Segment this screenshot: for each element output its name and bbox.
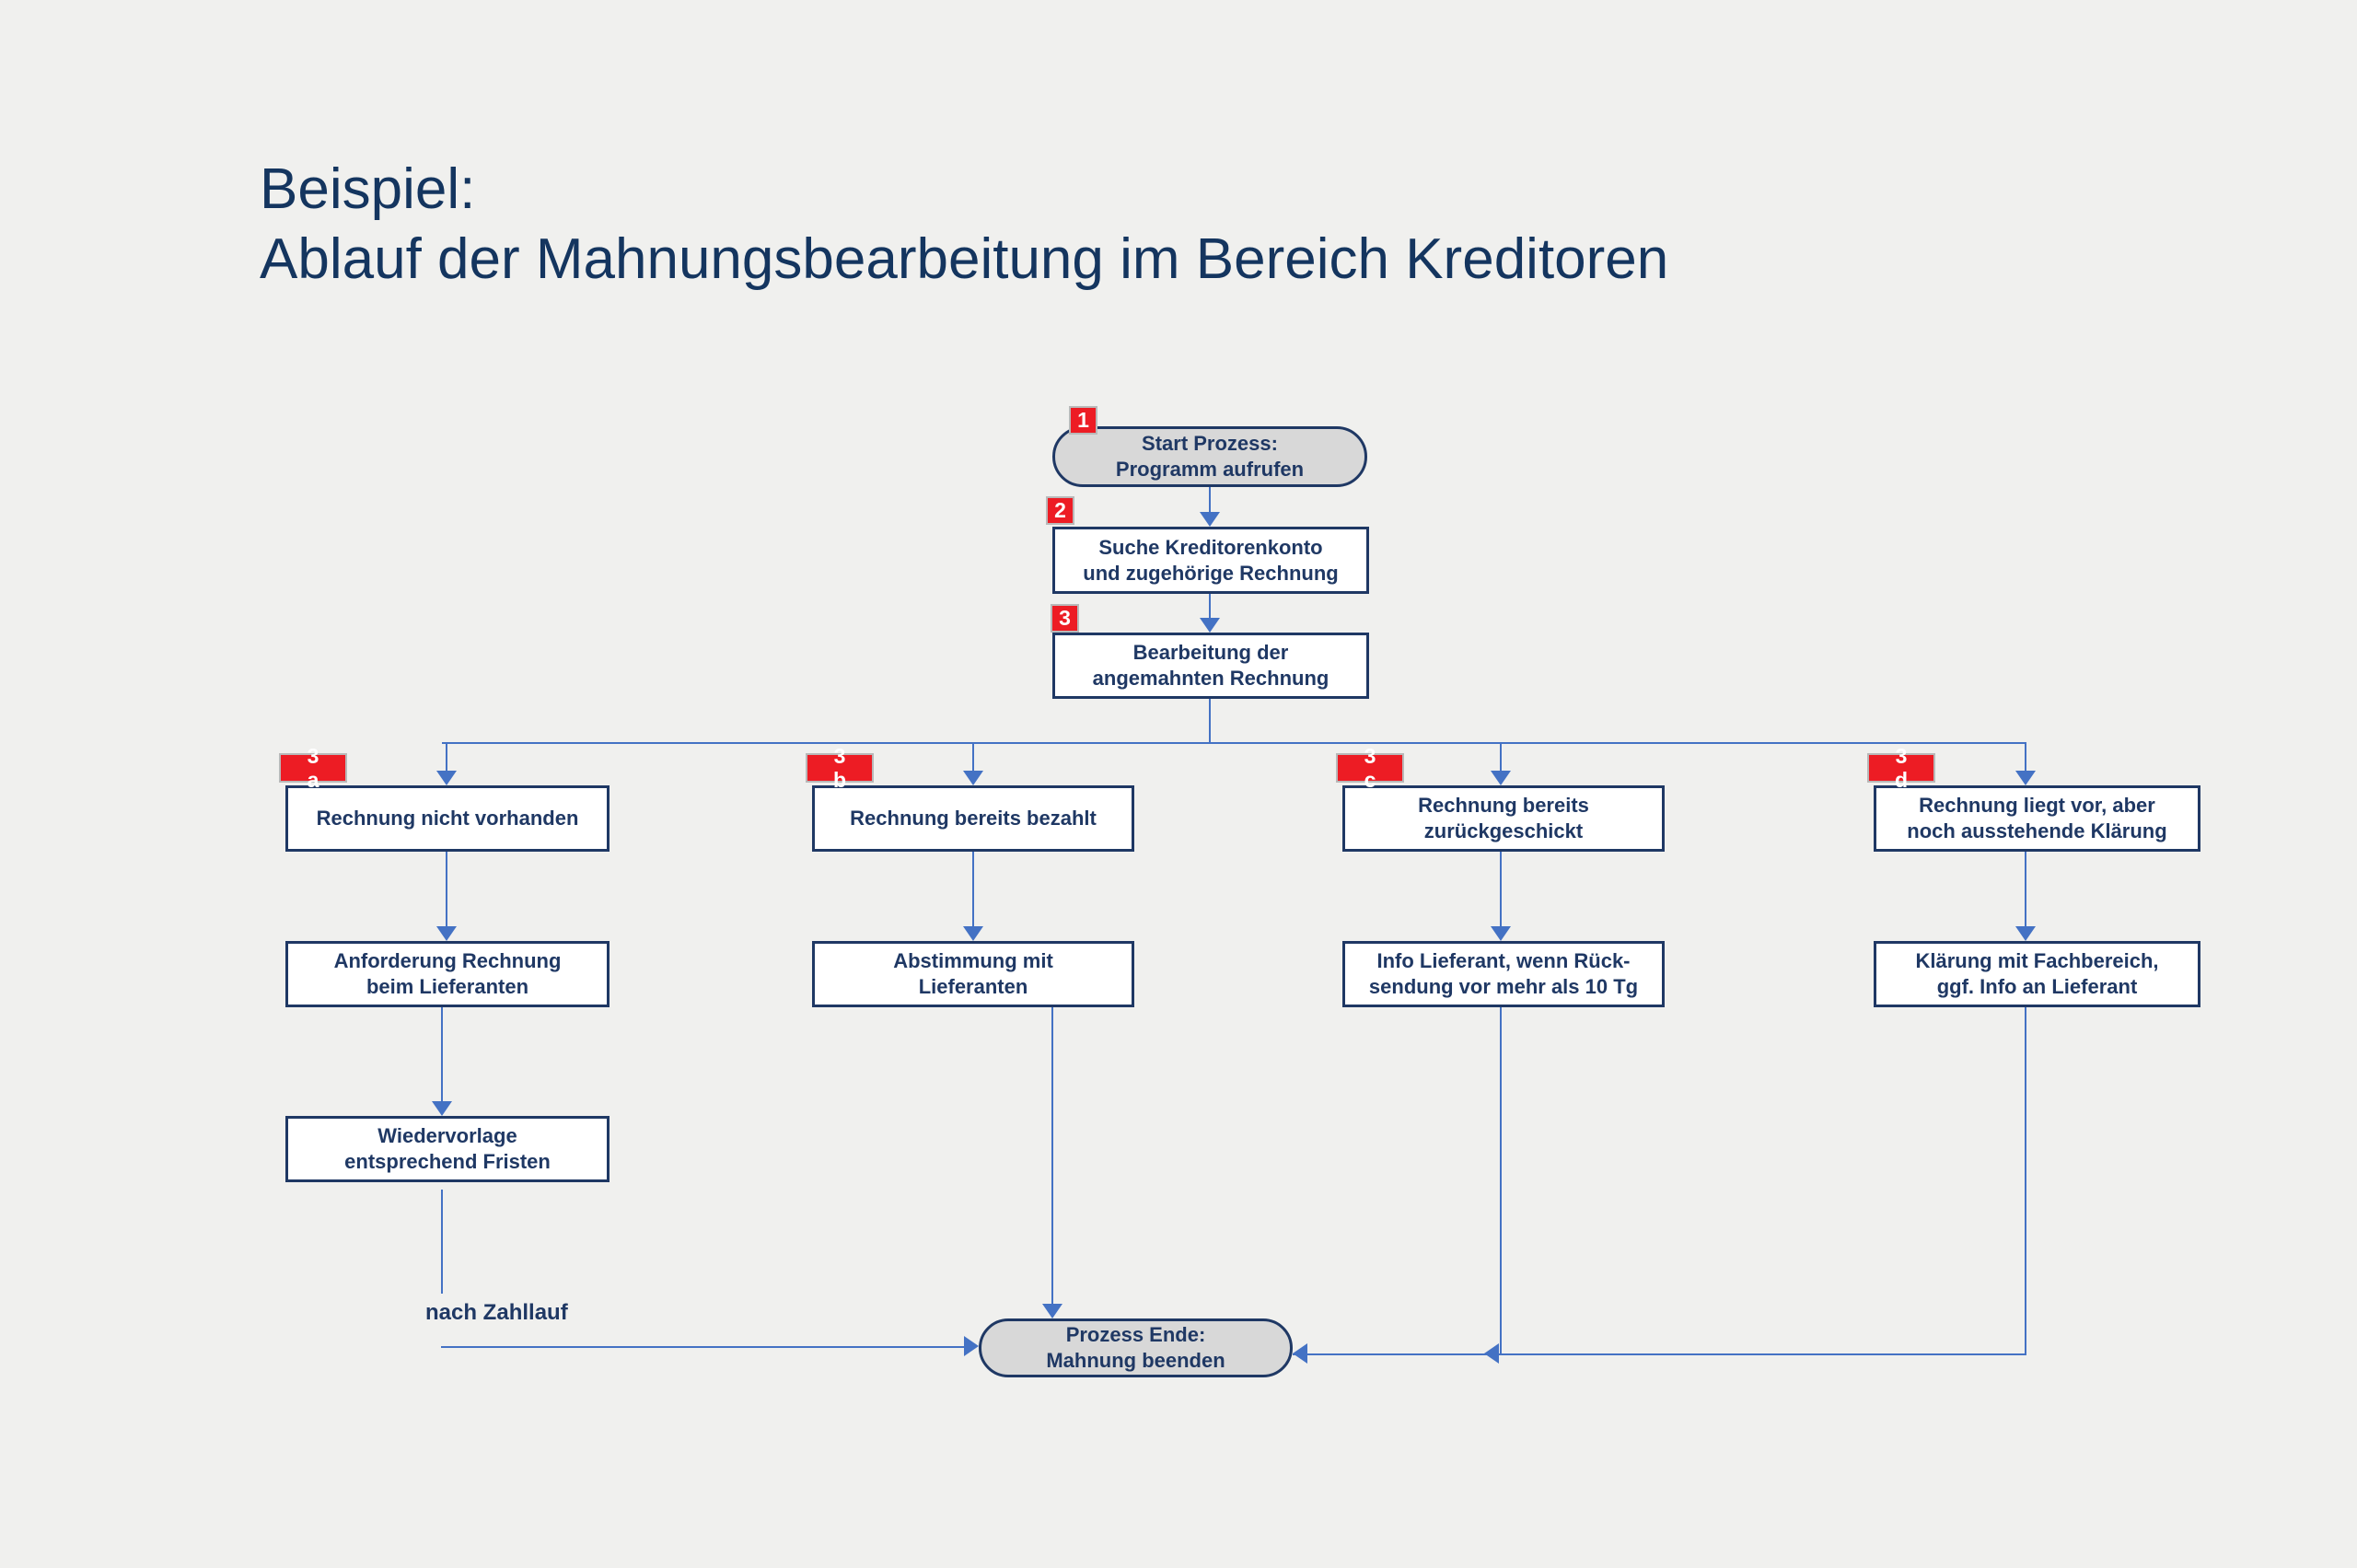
arrowhead-into-end-right xyxy=(1293,1343,1307,1364)
branch-badge-3a-label: 3 a xyxy=(307,744,319,792)
step-badge-2-label: 2 xyxy=(1054,498,1066,522)
connector-drop-a xyxy=(446,742,447,772)
step-badge-2: 2 xyxy=(1046,496,1074,525)
followup-a-node: Wiedervorlage entsprechend Fristen xyxy=(285,1116,610,1182)
arrowhead-into-case-b xyxy=(963,771,983,785)
case-c-label: Rechnung bereits zurückgeschickt xyxy=(1418,794,1589,842)
search-node-label: Suche Kreditorenkonto und zugehörige Rec… xyxy=(1083,535,1339,585)
search-node: Suche Kreditorenkonto und zugehörige Rec… xyxy=(1052,527,1369,594)
case-c-node: Rechnung bereits zurückgeschickt xyxy=(1342,785,1665,852)
arrowhead-into-case-c xyxy=(1491,771,1511,785)
connector-b-to-end xyxy=(1051,1007,1053,1305)
step-badge-3: 3 xyxy=(1051,604,1079,633)
connector-process-stem xyxy=(1209,698,1211,742)
branch-badge-3b: 3 b xyxy=(806,744,874,792)
case-d-label: Rechnung liegt vor, aber noch ausstehend… xyxy=(1907,794,2167,842)
action-b-label: Abstimmung mit Lieferanten xyxy=(893,949,1053,998)
branch-badge-3d-label: 3 d xyxy=(1894,744,1909,792)
arrowhead-return-mid xyxy=(1484,1343,1499,1364)
action-a-label: Anforderung Rechnung beim Lieferanten xyxy=(333,949,562,998)
slide-title-line1: Beispiel: xyxy=(260,157,476,221)
action-d-node: Klärung mit Fachbereich, ggf. Info an Li… xyxy=(1874,941,2200,1007)
connector-case-b-to-action-b xyxy=(972,852,974,927)
branch-badge-3d: 3 d xyxy=(1867,744,1935,792)
step-badge-1: 1 xyxy=(1069,406,1097,435)
arrowhead-into-action-b xyxy=(963,926,983,941)
case-b-node: Rechnung bereits bezahlt xyxy=(812,785,1134,852)
case-a-node: Rechnung nicht vorhanden xyxy=(285,785,610,852)
process-node: Bearbeitung der angemahnten Rechnung xyxy=(1052,633,1369,699)
connector-return-line xyxy=(1293,1353,2026,1355)
slide-title-line2: Ablauf der Mahnungsbearbeitung im Bereic… xyxy=(260,227,1669,291)
branch-badge-3c: 3 c xyxy=(1336,744,1404,792)
arrowhead-into-end-left xyxy=(964,1336,979,1356)
slide-title: Beispiel: Ablauf der Mahnungsbearbeitung… xyxy=(260,155,1668,295)
connector-case-a-to-action-a xyxy=(446,852,447,927)
arrowhead-into-search xyxy=(1200,512,1220,527)
branch-badge-3c-label: 3 c xyxy=(1364,744,1376,792)
start-node-label: Start Prozess: Programm aufrufen xyxy=(1115,432,1305,481)
arrowhead-into-case-a xyxy=(436,771,457,785)
case-a-label: Rechnung nicht vorhanden xyxy=(316,807,579,830)
connector-drop-c xyxy=(1500,742,1502,772)
process-node-label: Bearbeitung der angemahnten Rechnung xyxy=(1092,641,1329,690)
connector-case-c-to-action-c xyxy=(1500,852,1502,927)
connector-action-a-to-followup xyxy=(441,1007,443,1102)
action-c-label: Info Lieferant, wenn Rück- sendung vor m… xyxy=(1368,949,1639,998)
action-a-node: Anforderung Rechnung beim Lieferanten xyxy=(285,941,610,1007)
case-d-node: Rechnung liegt vor, aber noch ausstehend… xyxy=(1874,785,2200,852)
action-b-node: Abstimmung mit Lieferanten xyxy=(812,941,1134,1007)
action-d-label: Klärung mit Fachbereich, ggf. Info an Li… xyxy=(1915,949,2159,998)
followup-a-label: Wiedervorlage entsprechend Fristen xyxy=(344,1124,551,1173)
action-c-node: Info Lieferant, wenn Rück- sendung vor m… xyxy=(1342,941,1665,1007)
branch-badge-3a: 3 a xyxy=(279,744,347,792)
edge-label-nach-zahllauf: nach Zahllauf xyxy=(425,1300,568,1325)
arrowhead-into-case-d xyxy=(2015,771,2036,785)
case-b-label: Rechnung bereits bezahlt xyxy=(850,807,1097,830)
arrowhead-into-followup xyxy=(432,1101,452,1116)
connector-followup-down xyxy=(441,1190,443,1294)
connector-distribution-line xyxy=(442,742,2026,744)
step-badge-3-label: 3 xyxy=(1059,606,1071,630)
connector-search-to-process xyxy=(1209,594,1211,619)
connector-start-to-search xyxy=(1209,487,1211,513)
arrowhead-into-end-top xyxy=(1042,1304,1062,1318)
connector-d-down xyxy=(2025,1007,2026,1355)
end-node: Prozess Ende: Mahnung beenden xyxy=(979,1318,1293,1377)
branch-badge-3b-label: 3 b xyxy=(832,744,847,792)
arrowhead-into-action-c xyxy=(1491,926,1511,941)
connector-drop-b xyxy=(972,742,974,772)
end-node-label: Prozess Ende: Mahnung beenden xyxy=(1046,1323,1225,1372)
arrowhead-into-action-a xyxy=(436,926,457,941)
arrowhead-into-action-d xyxy=(2015,926,2036,941)
connector-case-d-to-action-d xyxy=(2025,852,2026,927)
connector-a-to-end xyxy=(441,1346,966,1348)
start-node: Start Prozess: Programm aufrufen xyxy=(1052,426,1367,487)
connector-c-down xyxy=(1500,1007,1502,1353)
arrowhead-into-process xyxy=(1200,618,1220,633)
step-badge-1-label: 1 xyxy=(1077,408,1089,432)
connector-drop-d xyxy=(2025,742,2026,772)
